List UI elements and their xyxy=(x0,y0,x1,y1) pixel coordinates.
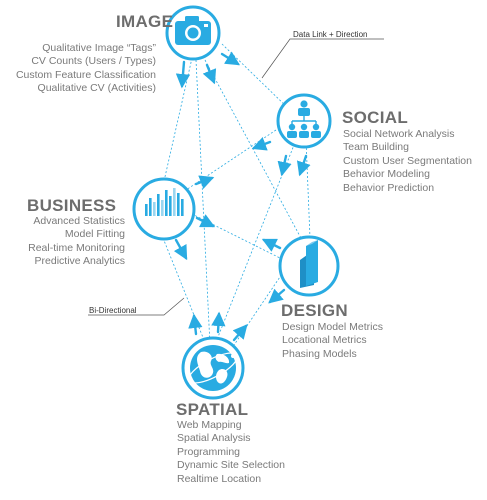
arrow-design-down-left xyxy=(268,288,286,304)
building-icon xyxy=(300,240,318,288)
camera-icon xyxy=(175,16,211,45)
arrow-social-left xyxy=(251,137,272,151)
business-capabilities-list: Advanced Statistics Model Fitting Real-t… xyxy=(28,215,125,269)
business-title: BUSINESS xyxy=(27,196,117,215)
link-image-social xyxy=(221,43,291,111)
globe-icon xyxy=(188,345,238,391)
link-image-design xyxy=(204,59,303,241)
list-item: Phasing Models xyxy=(282,347,357,360)
bi-directional-annotation: Bi-Directional xyxy=(89,306,137,315)
list-item: Locational Metrics xyxy=(282,334,367,347)
link-design-spatial xyxy=(231,267,287,349)
list-item: Qualitative Image “Tags” xyxy=(42,42,156,54)
spatial-capabilities-list: Web Mapping Spatial Analysis Programming… xyxy=(177,419,285,486)
list-item: Spatial Analysis xyxy=(177,432,251,445)
link-business-design xyxy=(187,211,285,261)
link-social-design xyxy=(305,139,311,239)
list-item: Social Network Analysis xyxy=(343,128,455,140)
list-item: Custom Feature Classification xyxy=(15,68,156,81)
list-item: Dynamic Site Selection xyxy=(177,459,285,472)
arrow-spatial-up-left xyxy=(188,313,203,336)
arrow-business-right xyxy=(195,214,216,228)
list-item: Behavior Prediction xyxy=(343,181,435,194)
list-item: Custom User Segmentation xyxy=(343,154,472,167)
bar-chart-icon xyxy=(145,188,184,216)
arrow-image-down xyxy=(202,63,217,85)
list-item: CV Counts (Users / Types) xyxy=(31,55,156,68)
spatial-title: SPATIAL xyxy=(176,400,249,419)
arrow-design-left xyxy=(261,238,282,252)
social-node xyxy=(276,93,332,149)
arrow-business-down xyxy=(173,238,188,261)
bi-directional-leader xyxy=(88,297,185,316)
data-link-leader xyxy=(261,38,384,79)
arrow-business-up xyxy=(194,175,215,189)
list-item: Team Building xyxy=(343,141,409,154)
arrow-social-down-left xyxy=(277,154,292,177)
image-capabilities-list: Qualitative Image “Tags” CV Counts (User… xyxy=(16,42,156,96)
list-item: Web Mapping xyxy=(177,419,242,431)
design-title: DESIGN xyxy=(281,301,348,320)
list-item: Realtime Location xyxy=(177,472,262,485)
design-capabilities-list: Design Model Metrics Locational Metrics … xyxy=(282,321,383,361)
list-item: Behavior Modeling xyxy=(343,168,430,181)
social-title: SOCIAL xyxy=(342,108,409,127)
list-item: Programming xyxy=(177,445,241,458)
link-social-business xyxy=(185,129,277,191)
arrow-spatial-up-right xyxy=(232,324,248,342)
image-node xyxy=(165,5,221,61)
annotation-leaders xyxy=(88,38,384,316)
image-title: IMAGE xyxy=(116,12,174,31)
direction-arrows xyxy=(173,51,311,342)
arrow-image-down-left xyxy=(175,60,191,89)
business-node xyxy=(132,177,196,241)
spatial-node xyxy=(181,336,245,400)
data-link-annotation: Data Link + Direction xyxy=(293,30,368,39)
list-item: Qualitative CV (Activities) xyxy=(37,82,156,95)
design-node xyxy=(278,235,340,297)
list-item: Real-time Monitoring xyxy=(28,241,125,254)
link-image-spatial xyxy=(195,59,211,346)
people-hierarchy-icon xyxy=(287,100,321,138)
list-item: Predictive Analytics xyxy=(34,255,125,268)
list-item: Design Model Metrics xyxy=(282,321,383,333)
social-capabilities-list: Social Network Analysis Team Building Cu… xyxy=(343,128,472,195)
arrow-spatial-up xyxy=(211,311,226,334)
link-image-business xyxy=(161,57,193,191)
list-item: Model Fitting xyxy=(64,228,125,241)
arrow-image-right xyxy=(220,51,241,66)
arrow-social-down xyxy=(296,154,311,177)
list-item: Advanced Statistics xyxy=(33,215,125,227)
